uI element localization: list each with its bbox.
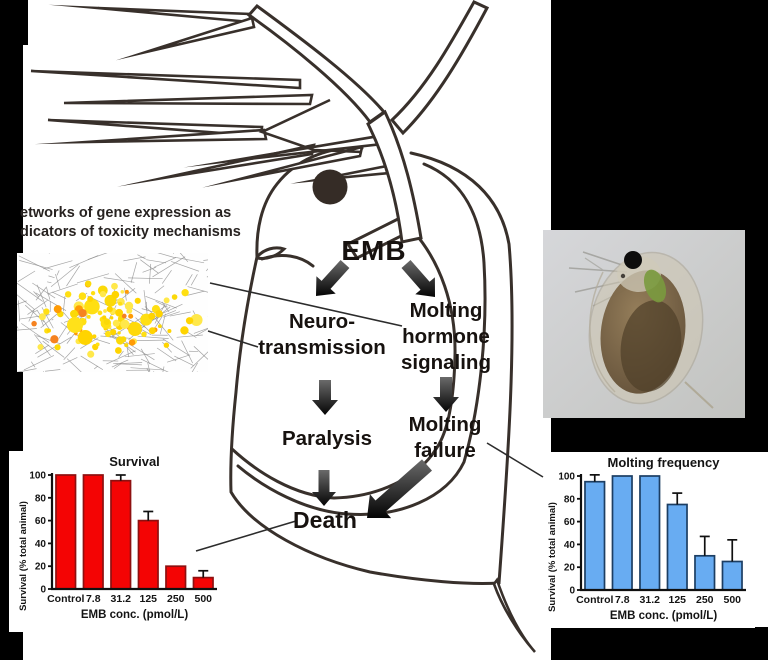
- photo-daphnia-eye: [624, 251, 642, 269]
- svg-text:60: 60: [35, 516, 47, 527]
- svg-text:80: 80: [35, 493, 47, 504]
- svg-text:7.8: 7.8: [615, 594, 630, 606]
- svg-text:100: 100: [558, 472, 575, 483]
- svg-text:60: 60: [564, 517, 576, 528]
- svg-text:31.2: 31.2: [640, 594, 661, 606]
- svg-text:500: 500: [723, 594, 741, 606]
- network-caption: etworks of gene expression as dicators o…: [20, 204, 270, 242]
- molting-hormone-label: Molting hormone signaling: [346, 298, 546, 375]
- svg-text:250: 250: [696, 594, 714, 606]
- gene-network-graphic: [17, 253, 208, 372]
- network-caption-line1: etworks of gene expression as: [20, 205, 232, 221]
- black-edge-bottom-left: [0, 632, 23, 660]
- hormone-line3: signaling: [401, 350, 491, 374]
- svg-text:0: 0: [569, 586, 575, 597]
- emb-label: EMB: [341, 235, 407, 266]
- hormone-line1: Molting: [409, 299, 483, 322]
- daphnia-photo: [543, 230, 745, 418]
- svg-text:80: 80: [564, 494, 576, 505]
- carapace-outline: [229, 146, 536, 653]
- svg-text:31.2: 31.2: [111, 593, 132, 605]
- black-edge-left-thin: [0, 451, 9, 632]
- svg-text:Survival (% total animal): Survival (% total animal): [18, 501, 29, 611]
- svg-text:500: 500: [194, 593, 212, 605]
- molting-failure-label: Molting failure: [345, 412, 545, 464]
- failure-line1: Molting: [408, 413, 482, 436]
- svg-text:40: 40: [564, 540, 576, 551]
- flow-arrow: [433, 377, 459, 412]
- svg-text:40: 40: [35, 539, 47, 550]
- svg-text:125: 125: [668, 594, 686, 606]
- svg-text:20: 20: [35, 562, 47, 573]
- hormone-line2: hormone: [402, 324, 490, 348]
- tail-spine: [684, 381, 714, 409]
- svg-text:7.8: 7.8: [86, 593, 101, 605]
- flow-arrow: [312, 380, 338, 415]
- death-label: Death: [293, 507, 357, 533]
- svg-text:EMB conc. (pmol/L): EMB conc. (pmol/L): [81, 609, 189, 621]
- svg-text:100: 100: [29, 471, 46, 482]
- svg-text:EMB conc. (pmol/L): EMB conc. (pmol/L): [610, 610, 718, 622]
- svg-text:Molting frequency: Molting frequency: [608, 455, 721, 470]
- svg-text:250: 250: [167, 593, 185, 605]
- svg-text:Survival: Survival: [109, 454, 160, 469]
- svg-text:Survival (% total animal): Survival (% total animal): [547, 502, 558, 612]
- daphnia-photo-graphic: [543, 230, 745, 418]
- black-edge-right-bottom: [551, 627, 768, 660]
- svg-text:20: 20: [564, 563, 576, 574]
- network-caption-line2: dicators of toxicity mechanisms: [20, 224, 241, 240]
- daphnia-eye: [312, 169, 348, 205]
- gene-network-image: [17, 253, 208, 372]
- green-gut: [643, 269, 667, 303]
- svg-text:0: 0: [40, 585, 46, 596]
- svg-text:125: 125: [139, 593, 157, 605]
- flow-arrow: [312, 470, 336, 506]
- failure-line2: failure: [414, 438, 476, 462]
- daphnia-specimen: [568, 251, 714, 409]
- svg-text:Control: Control: [47, 593, 84, 605]
- svg-text:Control: Control: [576, 594, 613, 606]
